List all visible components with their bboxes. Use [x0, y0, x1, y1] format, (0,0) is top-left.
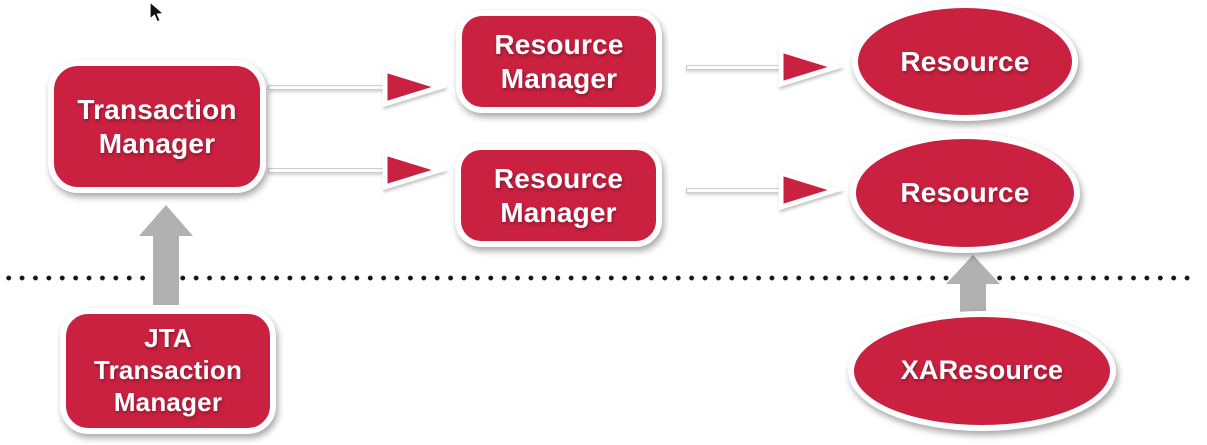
node-resource-bottom: Resource	[850, 133, 1080, 253]
arrow-right-icon	[778, 46, 842, 88]
arrow-up-icon	[946, 255, 1000, 315]
node-resource-manager-top: Resource Manager	[456, 10, 662, 113]
connector-line	[268, 85, 390, 90]
node-resource-manager-bottom: Resource Manager	[455, 144, 662, 247]
arrow-right-icon	[778, 169, 842, 211]
node-label: Resource	[900, 177, 1030, 209]
dotted-divider-line	[2, 273, 1192, 283]
node-xa-resource: XAResource	[848, 311, 1116, 431]
node-jta-transaction-manager: JTA Transaction Manager	[60, 308, 276, 434]
node-label: Resource	[493, 163, 624, 195]
node-label: XAResource	[900, 355, 1064, 386]
arrow-right-icon	[382, 149, 446, 191]
node-label: Resource	[494, 29, 624, 61]
node-label: Resource	[900, 45, 1030, 77]
connector-line	[268, 168, 390, 173]
mouse-cursor-icon	[149, 1, 165, 23]
connector-line	[686, 65, 788, 70]
node-label: Transaction	[77, 94, 237, 126]
node-label: Manager	[500, 62, 618, 94]
node-label: Transaction	[93, 355, 243, 386]
arrow-up-icon	[139, 205, 193, 305]
node-label: JTA	[144, 323, 192, 354]
node-transaction-manager: Transaction Manager	[48, 60, 266, 193]
node-resource-top: Resource	[852, 2, 1078, 121]
connector-line	[686, 188, 788, 193]
node-label: Manager	[98, 127, 216, 159]
node-label: Manager	[113, 386, 223, 417]
arrow-right-icon	[382, 66, 446, 108]
node-label: Manager	[500, 196, 617, 228]
